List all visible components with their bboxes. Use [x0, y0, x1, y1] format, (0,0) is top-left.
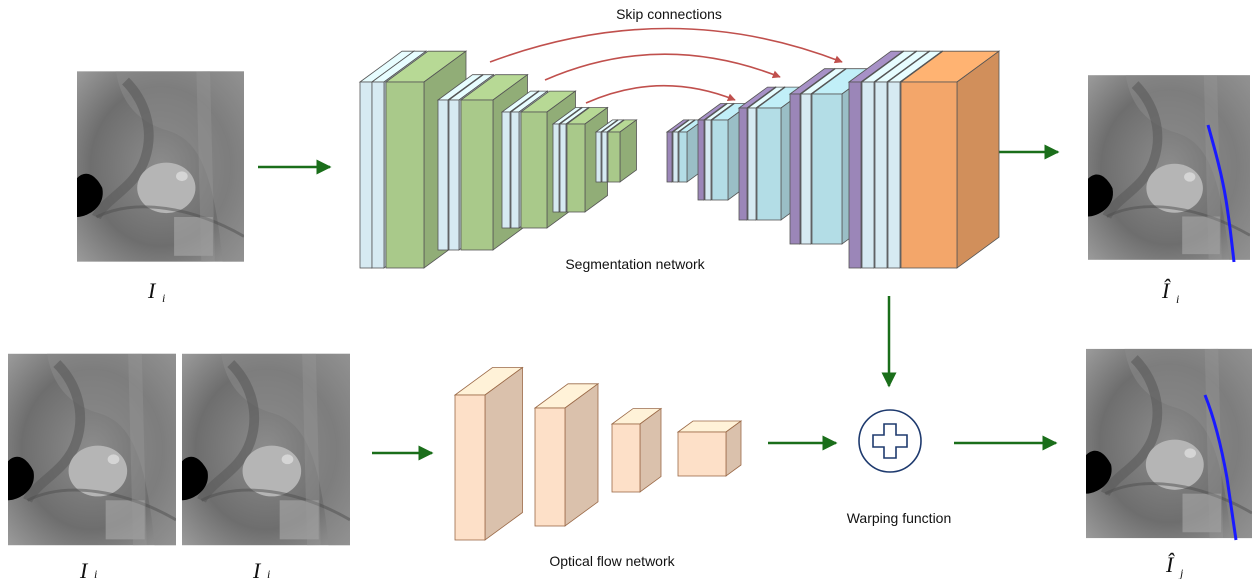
output-j-symbol-base: Î [1165, 552, 1175, 577]
input-symbol-base: I [147, 278, 157, 303]
pair-right-symbol-base: I [252, 558, 262, 579]
warping-function-label: Warping function [847, 510, 952, 526]
input-frame-pair [8, 354, 350, 545]
segmented-frame-top [1088, 75, 1250, 262]
input-frame-top [77, 71, 244, 261]
segmentation-network-label: Segmentation network [565, 256, 705, 272]
pair-right-symbol-sub: i [267, 567, 270, 579]
flow-block-3 [610, 407, 663, 493]
output-symbol-base: Î [1161, 278, 1171, 303]
skip-connections [489, 27, 843, 104]
input-symbol-sub: i [162, 291, 165, 305]
skip-arrow-inner [585, 84, 736, 104]
skip-connections-label: Skip connections [616, 6, 722, 22]
warp-plus-in-circle-icon [858, 409, 922, 473]
flow-block-4 [676, 420, 743, 477]
segmentation-curve-bottom [1203, 394, 1238, 541]
seg-layer-15 [606, 119, 638, 183]
pair-left-symbol-sub: i [94, 567, 97, 579]
seg-layer-32 [899, 50, 1001, 269]
skip-arrow-outer [489, 27, 843, 64]
pair-left-symbol-base: I [79, 558, 89, 579]
output-symbol-sub: i [1176, 292, 1179, 306]
flow-block-1 [453, 366, 524, 541]
skip-arrow-middle [544, 53, 781, 81]
flow-block-2 [533, 383, 600, 527]
optical-flow-network-label: Optical flow network [549, 553, 675, 569]
segmentation-curve-top [1206, 124, 1236, 263]
segmented-frame-bottom [1086, 349, 1252, 540]
output-j-symbol-sub: j [1178, 566, 1184, 579]
segmentation-network [358, 50, 1001, 269]
optical-flow-network [453, 366, 743, 541]
